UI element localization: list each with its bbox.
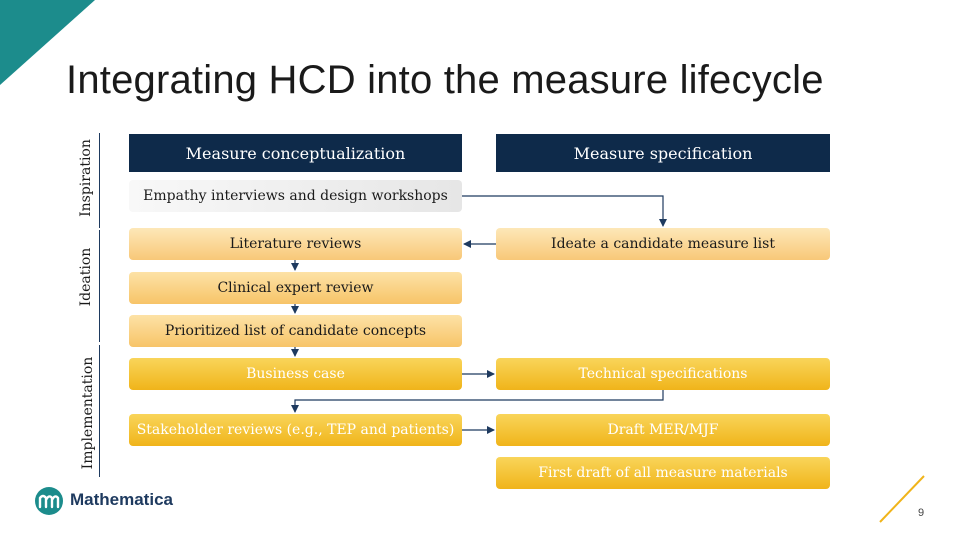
- box-literature-reviews: Literature reviews: [129, 228, 462, 260]
- arrow-technical-to-stakeholder: [291, 390, 664, 413]
- box-clinical-expert-review: Clinical expert review: [129, 272, 462, 304]
- box-stakeholder-reviews: Stakeholder reviews (e.g., TEP and patie…: [129, 414, 462, 446]
- mathematica-logo-text: Mathematica: [70, 490, 173, 509]
- page-number: 9: [918, 507, 925, 519]
- box-prioritized-list: Prioritized list of candidate concepts: [129, 315, 462, 347]
- corner-accent-line: [879, 475, 925, 523]
- header-measure-conceptualization: Measure conceptualization: [129, 134, 462, 172]
- phase-line-inspiration: [99, 133, 100, 228]
- box-empathy-interviews: Empathy interviews and design workshops: [129, 180, 462, 212]
- box-technical-specifications: Technical specifications: [496, 358, 830, 390]
- phase-line-ideation: [99, 230, 100, 342]
- arrow-empathy-to-ideate: [462, 195, 667, 227]
- box-business-case: Business case: [129, 358, 462, 390]
- header-measure-specification: Measure specification: [496, 134, 830, 172]
- box-draft-mer-mjf: Draft MER/MJF: [496, 414, 830, 446]
- mathematica-logo-icon: [35, 487, 63, 515]
- slide-title: Integrating HCD into the measure lifecyc…: [66, 58, 824, 102]
- corner-decoration: [0, 0, 95, 85]
- box-ideate-candidate-list: Ideate a candidate measure list: [496, 228, 830, 260]
- box-first-draft-materials: First draft of all measure materials: [496, 457, 830, 489]
- phase-line-implementation: [99, 345, 100, 477]
